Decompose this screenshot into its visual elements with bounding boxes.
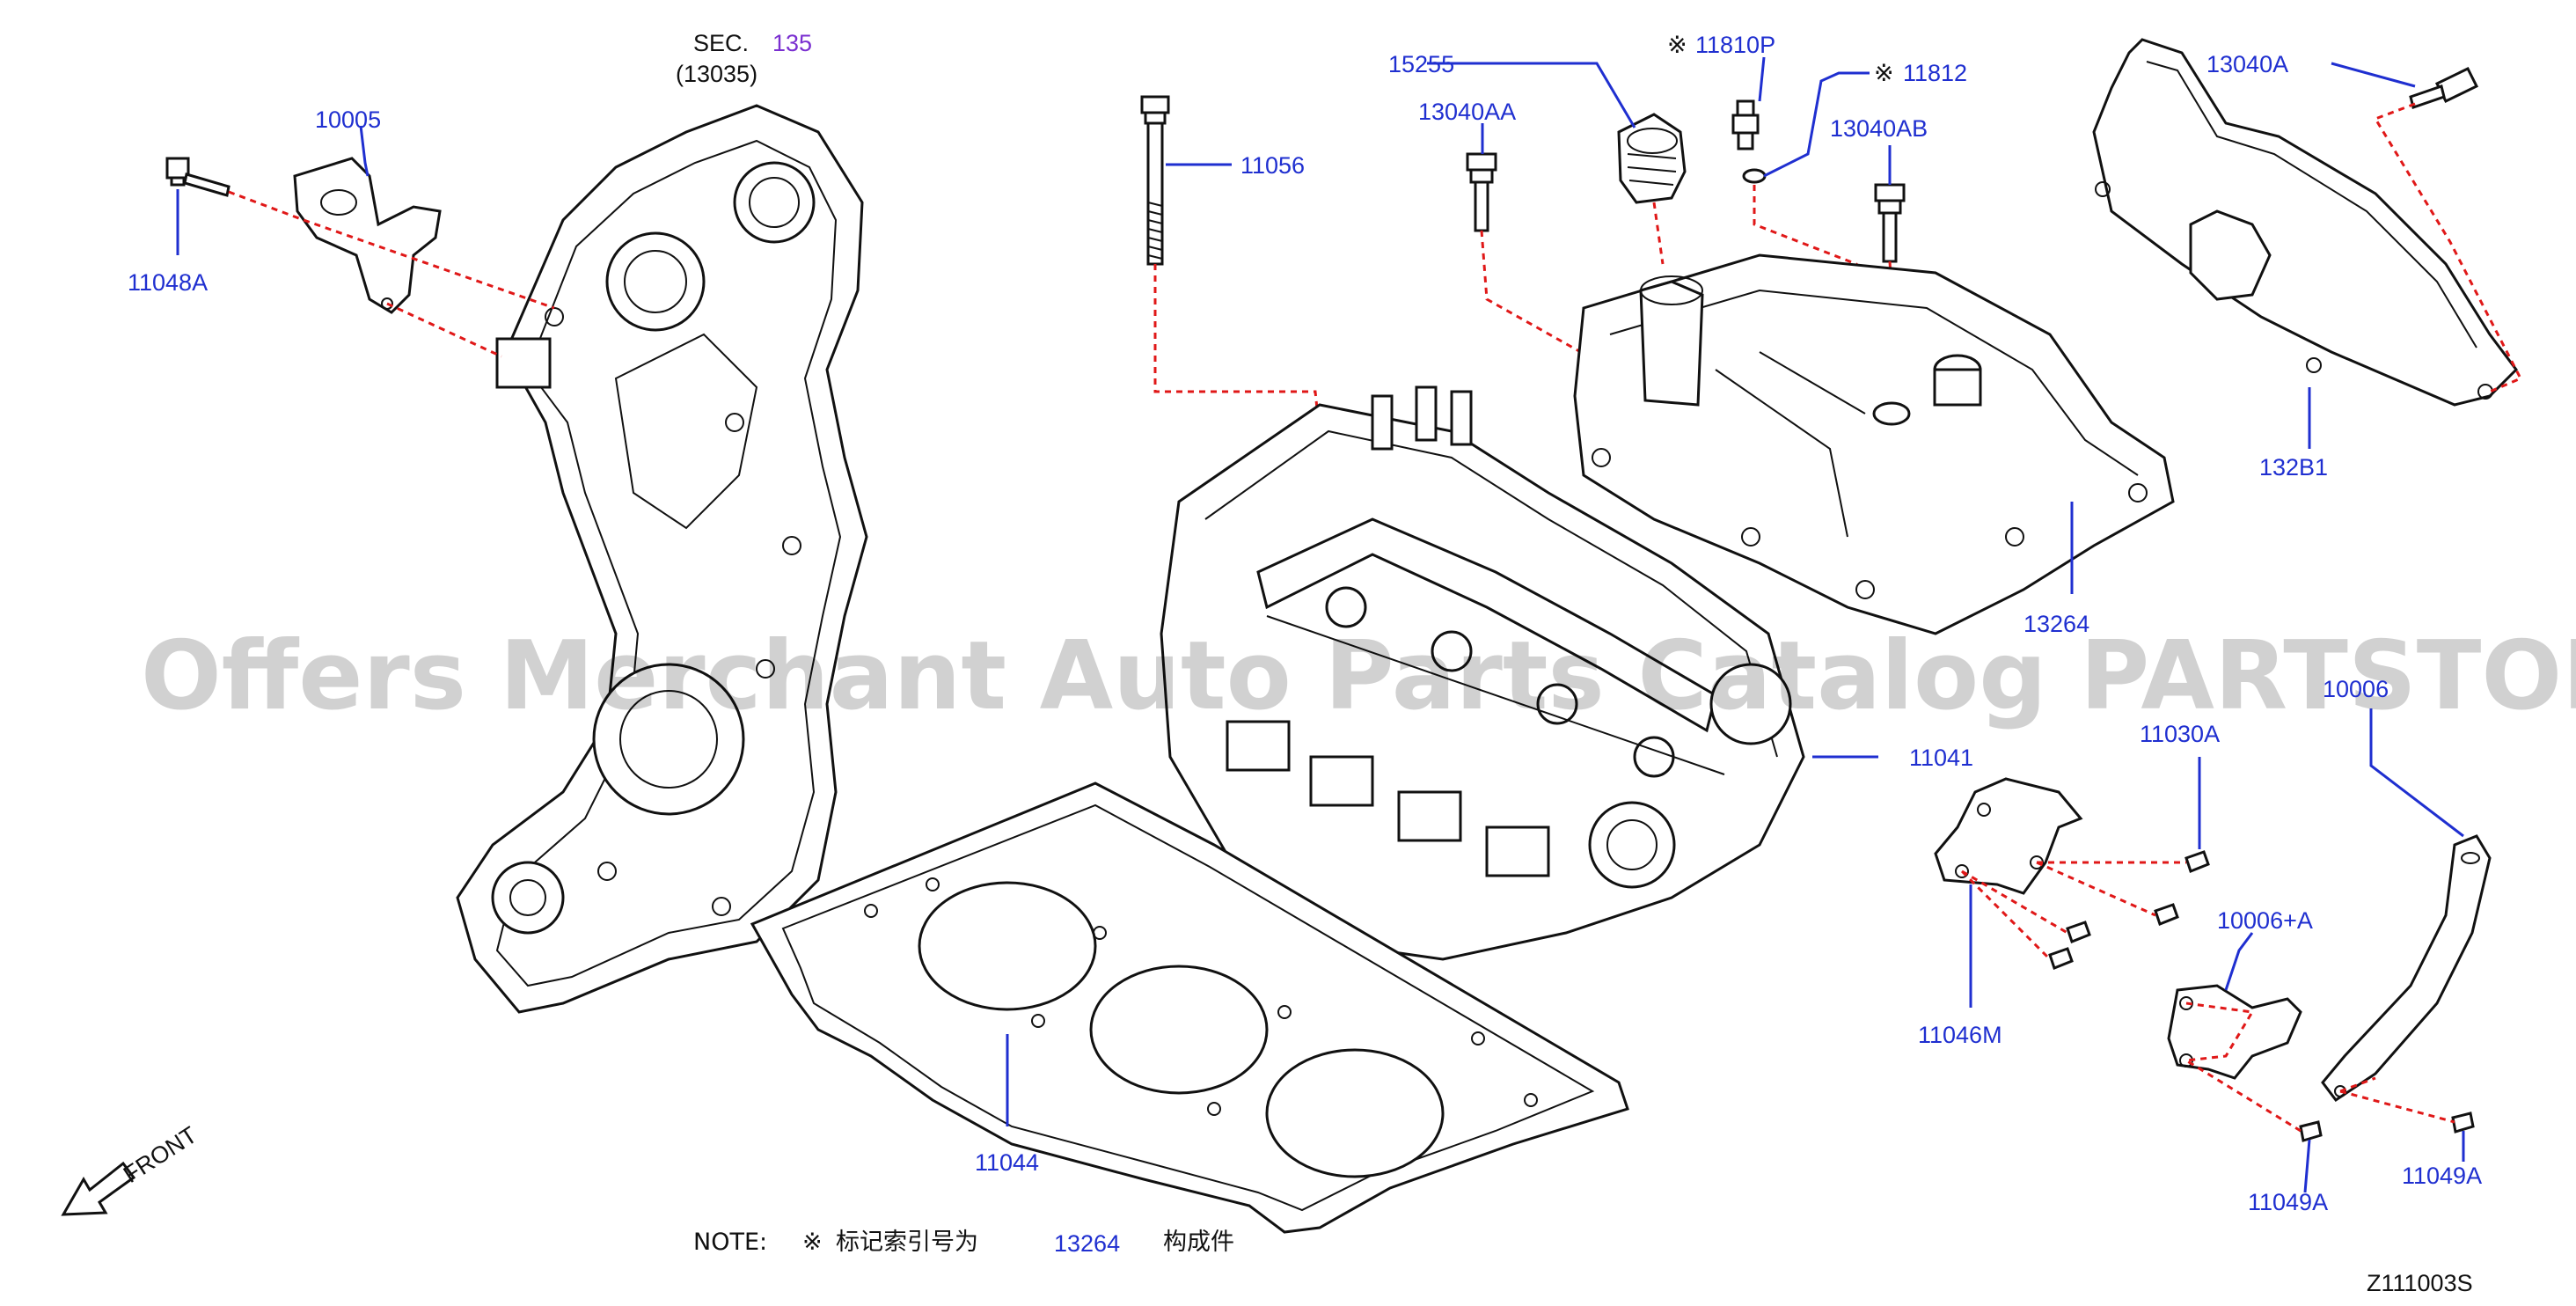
dashline-13040AA [1480, 230, 1656, 432]
bolt-13040A-illustration [2409, 67, 2479, 109]
dashline-13040A [2373, 102, 2523, 393]
bolts-11049A-illustration [2299, 1112, 2475, 1142]
label-11049A-left[interactable]: 11049A [2248, 1189, 2328, 1215]
label-13040A[interactable]: 13040A [2206, 51, 2288, 77]
label-13040AB[interactable]: 13040AB [1830, 115, 1928, 142]
dashline-11049A [2182, 1002, 2455, 1133]
dashline-11048A [228, 190, 555, 310]
front-label: FRONT [119, 1121, 201, 1188]
dashline-15255 [1652, 202, 1665, 265]
label-11049A-right[interactable]: 11049A [2402, 1163, 2482, 1189]
marker-11812: ※ [1874, 60, 1894, 86]
label-sec: SEC. [693, 30, 749, 56]
label-10006[interactable]: 10006 [2323, 676, 2389, 702]
label-10005[interactable]: 10005 [315, 106, 381, 133]
label-15255[interactable]: 15255 [1388, 51, 1454, 77]
bolt-13040AA-illustration [1466, 152, 1497, 232]
front-arrow-icon [61, 1161, 136, 1216]
label-11810P[interactable]: 11810P [1695, 32, 1775, 58]
label-11048A[interactable]: 11048A [128, 269, 208, 296]
cylinder-head-illustration [1160, 385, 1805, 961]
label-sec-number[interactable]: 135 [772, 30, 812, 56]
oring-11812-illustration [1742, 168, 1767, 184]
heat-shield-132B1-illustration [2092, 38, 2518, 407]
diagram-code: Z111003S [2367, 1270, 2473, 1296]
note-prefix: NOTE: [693, 1229, 767, 1256]
bracket-10005-illustration [293, 157, 442, 314]
label-11046M[interactable]: 11046M [1918, 1022, 2002, 1048]
marker-11810P: ※ [1667, 32, 1687, 58]
bracket-11046M-illustration [1934, 777, 2083, 895]
bolt-11056-illustration [1140, 95, 1170, 266]
label-11030A[interactable]: 11030A [2140, 721, 2220, 747]
dashline-11056 [1153, 264, 1330, 520]
head-gasket-illustration [750, 781, 1629, 1234]
label-11812[interactable]: 11812 [1903, 60, 1967, 86]
note-suffix: 构成件 [1163, 1229, 1234, 1256]
note-marker: ※ [802, 1229, 823, 1256]
leader-lines [176, 56, 2465, 1193]
watermark-text: Offers Merchant Auto Parts Catalog PARTS… [141, 621, 2576, 731]
bolt-11048A-illustration [165, 157, 231, 197]
timing-cover-illustration [456, 104, 868, 1014]
sensor-11810P-illustration [1731, 99, 1760, 150]
note-part-link[interactable]: 13264 [1054, 1230, 1120, 1257]
dashline-11810P [1753, 185, 1867, 371]
dashline-11030A [1960, 861, 2186, 961]
bracket-10006-illustration [2321, 834, 2492, 1103]
label-10006A[interactable]: 10006+A [2217, 907, 2313, 934]
label-11056[interactable]: 11056 [1240, 152, 1305, 179]
label-11041[interactable]: 11041 [1909, 745, 1973, 771]
rocker-cover-illustration [1573, 253, 2175, 635]
bolt-13040AB-illustration [1874, 183, 1906, 263]
label-11044[interactable]: 11044 [975, 1149, 1039, 1176]
bracket-10006A-illustration [2167, 984, 2302, 1080]
dashline-10005 [386, 302, 502, 358]
label-13264[interactable]: 13264 [2023, 611, 2089, 637]
label-132B1[interactable]: 132B1 [2259, 454, 2328, 481]
label-13040AA[interactable]: 13040AA [1418, 99, 1516, 125]
oil-filler-cap-illustration [1617, 113, 1687, 204]
note-text: 标记索引号为 [836, 1229, 978, 1256]
bolts-11030A-illustration [2048, 850, 2210, 970]
label-sec-ref: (13035) [676, 61, 757, 87]
